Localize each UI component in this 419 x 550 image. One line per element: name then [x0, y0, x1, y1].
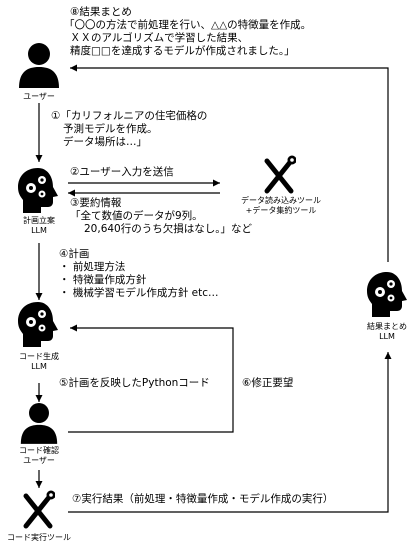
- head-with-gears-icon: [367, 272, 407, 317]
- node-label-line: ユーザー: [23, 456, 55, 465]
- edge-label-line: ・ 機械学習モデル作成方針 etc…: [59, 287, 219, 299]
- node-label-code-exec-tool: コード実行ツール: [7, 533, 71, 542]
- arrow-8: [70, 64, 389, 262]
- edge-label-line: ・ 前処理方法: [59, 261, 126, 273]
- edge-label-line: 「〇〇の方法で前処理を行い、△△の特徴量を作成。: [64, 19, 312, 31]
- wrench-screwdriver-icon: [23, 490, 55, 529]
- person-icon: [20, 403, 58, 444]
- node-label-line: 計画立案: [23, 216, 55, 225]
- node-label-line: +データ集約ツール: [245, 206, 317, 215]
- edge-label-4: ④計画 ・ 前処理方法 ・ 特徴量作成方針 ・ 機械学習モデル作成方針 etc…: [59, 248, 219, 300]
- head-with-gears-icon: [18, 302, 58, 347]
- node-label-data-tool: データ読み込みツール +データ集約ツール: [236, 196, 326, 216]
- node-label-line: 結果まとめ: [367, 322, 407, 331]
- edge-label-line: データ場所は…」: [63, 136, 147, 148]
- edge-label-line: ・ 特徴量作成方針: [59, 274, 147, 286]
- edge-label-line: ④計画: [59, 248, 90, 260]
- edge-label-line: 精度□□を達成するモデルが作成されました。」: [70, 45, 295, 57]
- head-with-gears-icon: [18, 168, 58, 213]
- node-label-codegen-llm: コード生成 LLM: [4, 352, 74, 372]
- edge-label-3: ③要約情報 「全て数値のデータが9列。 20,640行のうち欠損はなし。」など: [70, 197, 252, 236]
- node-label-line: コード生成: [19, 352, 59, 361]
- person-icon: [19, 43, 59, 88]
- edge-label-line: ①「カリフォルニアの住宅価格の: [51, 110, 208, 122]
- edge-label-8: ⑧結果まとめ 「〇〇の方法で前処理を行い、△△の特徴量を作成。 ＸＸのアルゴリズ…: [64, 6, 311, 58]
- node-label-line: LLM: [31, 226, 47, 235]
- arrow-7: [68, 352, 392, 513]
- node-label-line: LLM: [379, 332, 395, 341]
- arrow-6: [68, 324, 234, 433]
- node-label-user: ユーザー: [23, 92, 55, 101]
- edge-label-line: ⑧結果まとめ: [70, 6, 132, 18]
- node-label-line: データ読み込みツール: [241, 196, 321, 205]
- node-label-planning-llm: 計画立案 LLM: [4, 216, 74, 236]
- edge-label-7: ⑦実行結果（前処理・特徴量作成・モデル作成の実行）: [72, 493, 334, 505]
- edge-label-2: ②ユーザー入力を送信: [70, 166, 174, 178]
- wrench-screwdriver-icon: [264, 155, 296, 194]
- edge-label-6: ⑥修正要望: [242, 377, 294, 389]
- node-label-summary-llm: 結果まとめ LLM: [352, 322, 419, 342]
- edge-label-line: ③要約情報: [70, 197, 122, 209]
- edge-label-line: ＸＸのアルゴリズムで学習した結果、: [70, 32, 249, 44]
- node-label-line: LLM: [31, 362, 47, 371]
- node-label-line: コード確認: [19, 446, 59, 455]
- edge-label-line: 予測モデルを作成。: [63, 123, 158, 135]
- edge-label-line: 20,640行のうち欠損はなし。」など: [84, 223, 252, 235]
- node-label-code-check-user: コード確認 ユーザー: [4, 446, 74, 466]
- edge-label-5: ⑤計画を反映したPythonコード: [59, 377, 210, 389]
- edge-label-line: 「全て数値のデータが9列。: [70, 210, 203, 222]
- edge-label-1: ①「カリフォルニアの住宅価格の 予測モデルを作成。 データ場所は…」: [51, 110, 207, 149]
